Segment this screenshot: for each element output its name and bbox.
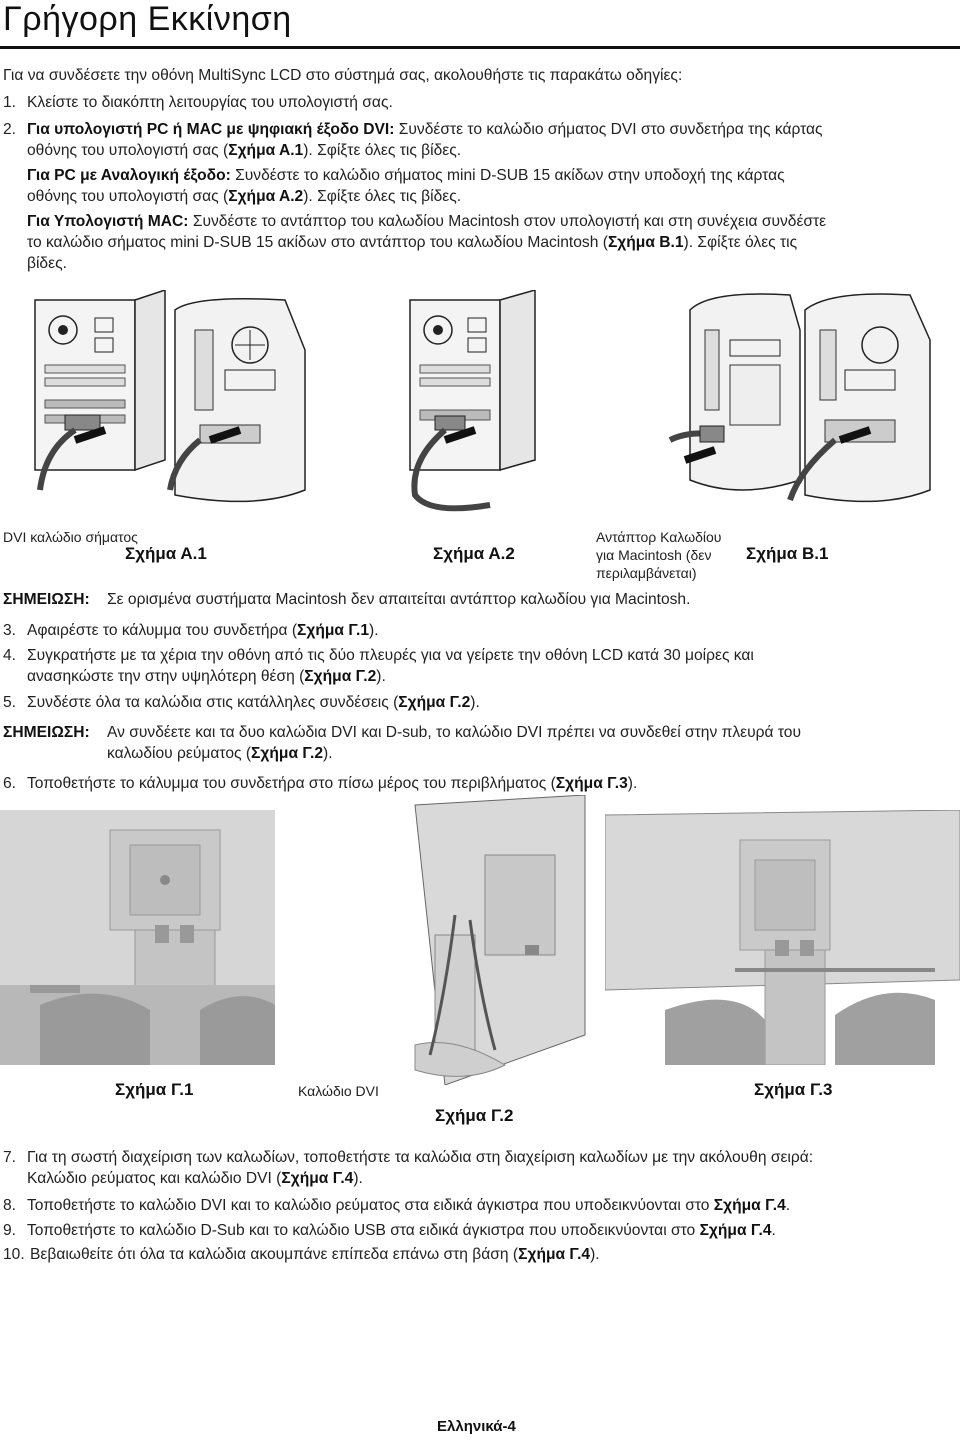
step-3-fig: Σχήμα Γ.1 (297, 622, 369, 639)
step-2-mac-text-3: βίδες. (27, 255, 67, 272)
step-8-text-main: Τοποθετήστε το καλώδιο DVI και το καλώδι… (27, 1197, 714, 1214)
note-2-fig: Σχήμα Γ.2 (251, 745, 324, 762)
step-6-text-main: Τοποθετήστε το κάλυμμα του συνδετήρα στο… (27, 775, 556, 792)
step-5-number: 5. (3, 694, 17, 711)
title-rule (0, 46, 960, 49)
step-2-analog-fig: Σχήμα Α.2 (228, 188, 304, 205)
step-2-analog-end: ). Σφίξτε όλες τις βίδες. (303, 188, 462, 205)
dvi-cable-label: DVI καλώδιο σήματος (3, 529, 138, 545)
step-1-text: Κλείστε το διακόπτη λειτουργίας του υπολ… (27, 94, 393, 111)
step-2-mac-text-2: το καλώδιο σήματος mini D-SUB 15 ακίδων … (27, 234, 608, 251)
step-7-number: 7. (3, 1149, 17, 1166)
step-2-dvi-fig: Σχήμα Α.1 (228, 142, 304, 159)
figure-g2-caption: Σχήμα Γ.2 (435, 1106, 514, 1125)
step-2-analog-text-1: Συνδέστε το καλώδιο σήματος mini D-SUB 1… (230, 167, 785, 184)
step-6-text: Τοποθετήστε το κάλυμμα του συνδετήρα στο… (27, 773, 637, 794)
step-6-fig: Σχήμα Γ.3 (555, 775, 628, 792)
step-3-number: 3. (3, 622, 17, 639)
step-2-mac-end: ). Σφίξτε όλες τις (683, 234, 798, 251)
mac-adapter-label-3: περιλαμβάνεται) (596, 565, 697, 581)
step-4-text-1: Συγκρατήστε με τα χέρια την οθόνη από τι… (27, 647, 754, 664)
step-8-text: Τοποθετήστε το καλώδιο DVI και το καλώδι… (27, 1195, 790, 1216)
step-3-text-main: Αφαιρέστε το κάλυμμα του συνδετήρα ( (27, 622, 298, 639)
step-10-fig: Σχήμα Γ.4 (518, 1246, 591, 1263)
step-6-end: ). (627, 775, 638, 792)
step-7-text: Για τη σωστή διαχείριση των καλωδίων, το… (27, 1147, 957, 1189)
mac-adapter-label-2: για Macintosh (δεν (596, 547, 712, 563)
step-9-number: 9. (3, 1222, 17, 1239)
step-2-mac-heading: Για Υπολογιστή MAC: (27, 213, 189, 230)
step-4-fig: Σχήμα Γ.2 (304, 668, 377, 685)
step-10-number: 10. (3, 1246, 25, 1263)
step-7-fig: Σχήμα Γ.4 (281, 1170, 354, 1187)
step-9-text: Τοποθετήστε το καλώδιο D-Sub και το καλώ… (27, 1220, 776, 1241)
figure-b1-illustration (668, 293, 931, 503)
note-2-end: ). (323, 745, 333, 762)
step-2-mac-para: Για Υπολογιστή MAC: Συνδέστε το αντάπτορ… (27, 211, 957, 274)
step-4-text-2: ανασηκώστε την στην υψηλότερη θέση ( (27, 668, 305, 685)
step-5-text-main: Συνδέστε όλα τα καλώδια στις κατάλληλες … (27, 694, 399, 711)
step-2-dvi-heading: Για υπολογιστή PC ή MAC με ψηφιακή έξοδο… (27, 121, 395, 138)
step-2-analog-text-2: οθόνης του υπολογιστή σας ( (27, 188, 229, 205)
step-10-text: Βεβαιωθείτε ότι όλα τα καλώδια ακουμπάνε… (30, 1244, 600, 1265)
step-9-end: . (771, 1222, 776, 1239)
figure-a2-caption: Σχήμα Α.2 (433, 544, 515, 563)
dvi-cable-label-g2: Καλώδιο DVI (298, 1083, 379, 1099)
note-2-text-1: Αν συνδέετε και τα δυο καλώδια DVI και D… (107, 724, 801, 741)
step-8-end: . (785, 1197, 791, 1214)
step-4-text: Συγκρατήστε με τα χέρια την οθόνη από τι… (27, 645, 957, 687)
note-2-text-2: καλωδίου ρεύματος ( (107, 745, 252, 762)
step-2-mac-fig: Σχήμα Β.1 (607, 234, 684, 251)
step-8-fig: Σχήμα Γ.4 (713, 1197, 786, 1214)
step-5-end: ). (470, 694, 480, 711)
note-1-text: Σε ορισμένα συστήματα Macintosh δεν απαι… (107, 591, 691, 608)
step-7-text-1: Για τη σωστή διαχείριση των καλωδίων, το… (27, 1149, 814, 1166)
step-4-end: ). (376, 668, 386, 685)
note-2-text: Αν συνδέετε και τα δυο καλώδια DVI και D… (107, 722, 957, 764)
step-7-end: ). (353, 1170, 363, 1187)
figure-g3-caption: Σχήμα Γ.3 (754, 1080, 833, 1099)
step-2-number: 2. (3, 121, 17, 138)
step-8-number: 8. (3, 1197, 17, 1214)
figure-g1-photo (0, 810, 275, 1065)
step-1-number: 1. (3, 94, 17, 111)
step-4-number: 4. (3, 647, 17, 664)
figure-b1-caption: Σχήμα Β.1 (746, 544, 829, 563)
note-1-label: ΣΗΜΕΙΩΣΗ: (3, 591, 90, 608)
intro-text: Για να συνδέσετε την οθόνη MultiSync LCD… (3, 67, 683, 84)
figure-g3-photo (605, 810, 960, 1065)
step-3-end: ). (369, 622, 379, 639)
step-2-analog-heading: Για PC με Αναλογική έξοδο: (27, 167, 231, 184)
step-5-text: Συνδέστε όλα τα καλώδια στις κατάλληλες … (27, 692, 480, 713)
step-5-fig: Σχήμα Γ.2 (398, 694, 471, 711)
step-9-text-main: Τοποθετήστε το καλώδιο D-Sub και το καλώ… (27, 1222, 700, 1239)
step-2-dvi-text-1: Συνδέστε το καλώδιο σήματος DVI στο συνδ… (394, 121, 823, 138)
note-2-label: ΣΗΜΕΙΩΣΗ: (3, 724, 90, 741)
step-3-text: Αφαιρέστε το κάλυμμα του συνδετήρα (Σχήμ… (27, 620, 379, 641)
step-2-dvi-end: ). Σφίξτε όλες τις βίδες. (303, 142, 462, 159)
step-7-text-2: Καλώδιο ρεύματος και καλώδιο DVI ( (27, 1170, 282, 1187)
page-footer: Ελληνικά-4 (437, 1418, 516, 1435)
step-2-dvi-para: Για υπολογιστή PC ή MAC με ψηφιακή έξοδο… (27, 119, 957, 161)
step-2-analog-para: Για PC με Αναλογική έξοδο: Συνδέστε το κ… (27, 165, 957, 207)
step-10-text-main: Βεβαιωθείτε ότι όλα τα καλώδια ακουμπάνε… (30, 1246, 519, 1263)
figure-a1-illustration (34, 290, 306, 503)
step-2-dvi-text-2: οθόνης του υπολογιστή σας ( (27, 142, 229, 159)
step-6-number: 6. (3, 775, 17, 792)
page-title: Γρήγορη Εκκίνηση (3, 0, 292, 38)
figure-g2-photo (295, 795, 595, 1085)
figure-g1-caption: Σχήμα Γ.1 (115, 1080, 194, 1099)
figure-a2-illustration (409, 290, 536, 512)
step-10-end: ). (590, 1246, 600, 1263)
step-2-mac-text-1: Συνδέστε το αντάπτορ του καλωδίου Macint… (188, 213, 827, 230)
mac-adapter-label-1: Αντάπτορ Καλωδίου (596, 529, 722, 545)
figure-a1-caption: Σχήμα Α.1 (125, 544, 207, 563)
step-9-fig: Σχήμα Γ.4 (699, 1222, 772, 1239)
